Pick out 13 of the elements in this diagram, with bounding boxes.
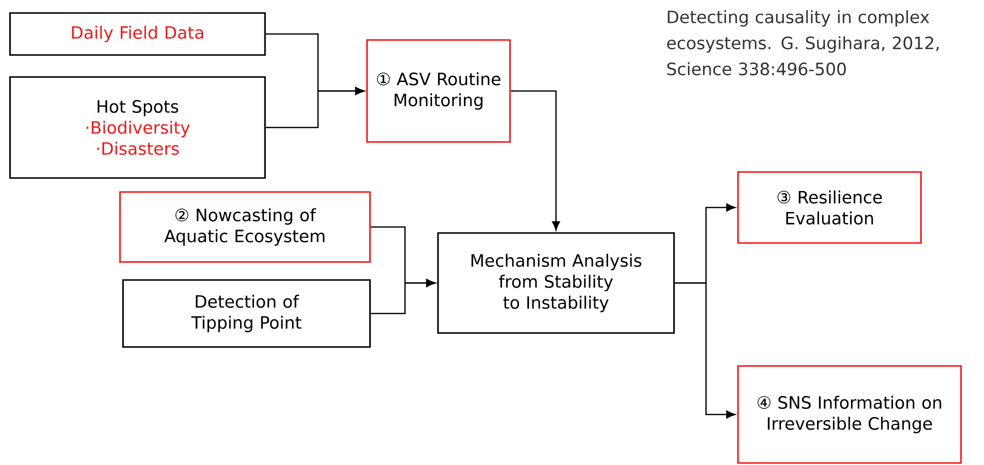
text-box: ② Nowcasting of Aquatic Ecosystem [119,191,371,263]
text-box: Detection of Tipping Point [122,279,371,348]
text-box: Hot Spots ·Biodiversity ·Disasters [9,76,266,179]
arrow [510,90,560,230]
text-box: Daily Field Data [9,12,266,56]
text-box: ① ASV Routine Monitoring [366,39,511,143]
arrow [370,279,436,314]
text-box: ③ Resilience Evaluation [737,171,922,244]
text-box: ④ SNS Information on Irreversible Change [737,365,962,464]
citation-text: Detecting causality in complex ecosystems. G. Sugihara, 2012, Science 338:496-500 [667,10,939,76]
arrow [266,87,364,128]
arrow [674,282,736,418]
text-box: Mechanism Analysis from Stability to Instability [437,232,675,334]
